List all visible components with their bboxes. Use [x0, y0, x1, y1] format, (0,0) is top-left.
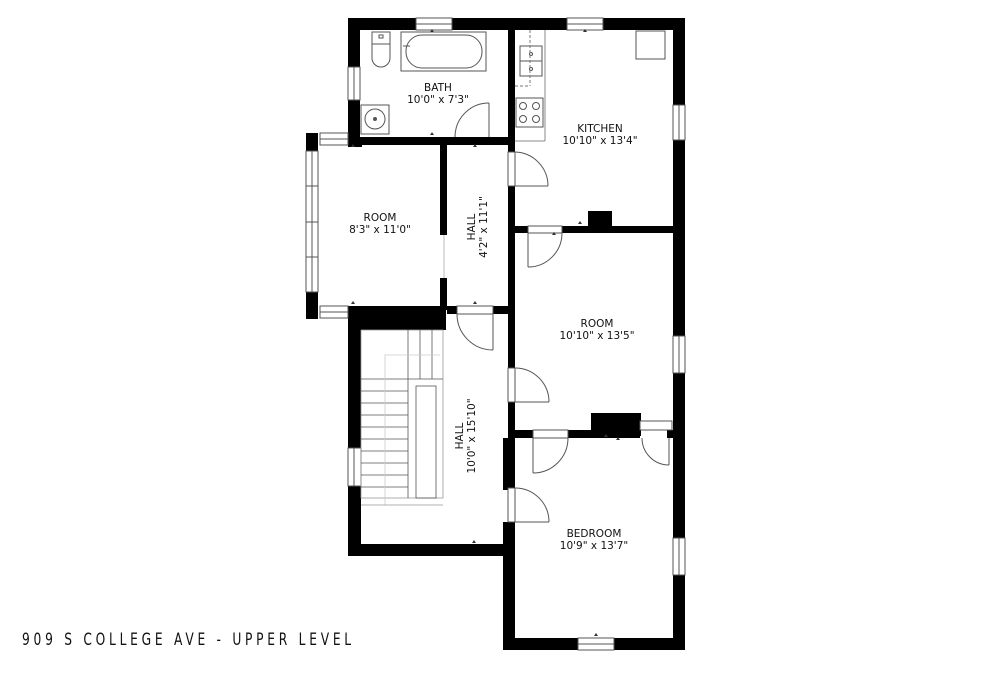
doors — [443, 102, 670, 523]
room-name: HALL — [454, 422, 466, 450]
room-label-hall-lower: HALL 10'0" x 15'10" — [454, 381, 478, 491]
walls — [306, 18, 685, 650]
refrigerator-icon — [635, 30, 666, 60]
room-label-hall-upper: HALL 4'2" x 11'1" — [466, 177, 490, 277]
room-name: ROOM — [363, 212, 397, 224]
bathtub-icon — [400, 31, 487, 72]
room-label-kitchen: KITCHEN 10'10" x 13'4" — [550, 123, 650, 147]
room-dimensions: 10'0" x 15'10" — [466, 398, 478, 474]
room-dimensions: 4'2" x 11'1" — [478, 196, 490, 258]
room-dimensions: 10'10" x 13'4" — [562, 135, 638, 147]
room-name: KITCHEN — [577, 123, 623, 135]
room-dimensions: 10'0" x 7'3" — [407, 94, 469, 106]
room-label-bath: BATH 10'0" x 7'3" — [393, 82, 483, 106]
kitchen-counter — [515, 30, 546, 142]
staircase-icon — [360, 329, 444, 506]
windows — [305, 17, 686, 651]
room-name: BEDROOM — [566, 528, 622, 540]
sink-icon — [360, 104, 390, 135]
room-dimensions: 8'3" x 11'0" — [349, 224, 411, 236]
room-label-room-right: ROOM 10'10" x 13'5" — [547, 318, 647, 342]
floor-plan-title: 909 S COLLEGE AVE - UPPER LEVEL — [22, 630, 355, 650]
kitchen-sink-icon — [515, 30, 543, 87]
toilet-icon — [371, 31, 391, 68]
dimension-ticks — [351, 29, 620, 636]
room-name: BATH — [424, 82, 452, 94]
room-label-bedroom: BEDROOM 10'9" x 13'7" — [544, 528, 644, 552]
stove-icon — [515, 97, 544, 128]
room-label-room-left: ROOM 8'3" x 11'0" — [330, 212, 430, 236]
room-name: HALL — [466, 213, 478, 241]
room-name: ROOM — [580, 318, 614, 330]
room-dimensions: 10'10" x 13'5" — [559, 330, 635, 342]
room-dimensions: 10'9" x 13'7" — [559, 540, 629, 552]
